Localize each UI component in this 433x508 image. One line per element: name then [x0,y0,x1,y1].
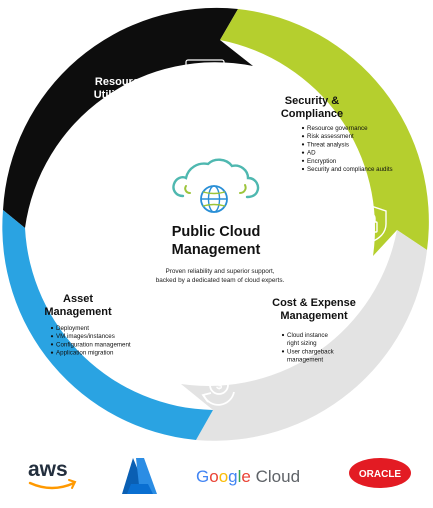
list-item: right sizing [287,340,317,347]
asset-management-title-line1: Asset [63,293,93,305]
bullet-dot [301,159,305,162]
cloud-wordmark: Cloud [256,467,300,486]
security-compliance-block: Security & Compliance Resource governanc… [281,95,393,243]
google-cloud-logo-text: Google Cloud [196,467,300,486]
bullet-dot [301,167,305,171]
list-item: Resource governance [307,125,368,132]
cost-expense-title-line2: Management [280,310,348,322]
segment-security-compliance [220,9,429,256]
list-item: VM images/instances [56,333,115,340]
center-title-line1: Public Cloud [172,224,261,240]
bullet-dot [281,350,285,353]
security-compliance-title-line1: Security & [285,95,339,107]
ring [2,7,429,441]
list-item: Networks [97,113,123,120]
bullet-dot [91,139,95,142]
list-item: Encryption [307,158,337,165]
bullet-dot [301,135,305,138]
gear-cycle-icon [43,223,77,257]
partner-logos: aws Google Cloud ORACLE [28,458,411,494]
list-item: Hybrid Cloud [97,138,133,145]
bullet-dot [91,131,95,134]
bullet-dot [91,115,95,118]
segment-resource-utilization [3,7,253,228]
svg-text:$: $ [216,380,222,392]
bullet-dot [91,106,95,110]
list-item: User chargeback [287,348,335,355]
center-title-line2: Management [172,242,261,258]
resource-utilization-block: Resource Utilization StorageNetworksComp… [91,59,225,145]
google-cloud-logo: Google Cloud [196,467,300,486]
list-item: Applications [97,130,130,137]
resource-utilization-title-line1: Resource [95,76,145,88]
bullet-dot [301,151,305,154]
google-letter: g [228,467,237,486]
currency-refresh-icon: $ [201,364,237,406]
list-item: Configuration management [56,341,131,348]
resource-utilization-title-line2: Utilization [94,89,147,101]
list-item: Deployment [56,325,89,332]
bullet-dot [50,335,54,338]
bullet-dot [301,126,305,130]
center-subtitle-line2: backed by a dedicated team of cloud expe… [156,277,285,284]
cloud-globe-icon [172,158,260,213]
list-item: Threat analysis [307,141,349,148]
google-wordmark: Google [196,467,256,486]
aws-logo: aws [28,458,77,490]
aws-logo-text: aws [28,458,68,481]
list-item: Risk assessment [307,133,354,140]
list-item: Security and compliance audits [307,166,393,173]
center-subtitle-line1: Proven reliability and superior support, [165,268,274,275]
center-circle [109,121,319,331]
google-letter: e [241,467,250,486]
bullet-dot [50,351,54,354]
bullet-dot [281,333,285,337]
bullet-dot [91,123,95,126]
bullet-dot [50,326,54,330]
asset-management-title-line2: Management [44,306,112,318]
monitor-chart-icon [185,59,225,96]
google-letter: l [238,467,242,486]
list-item: Cloud instance [287,332,328,339]
segment-asset-management [2,210,213,440]
bullet-dot [301,143,305,146]
resource-utilization-list: StorageNetworksComputeApplicationsHybrid… [91,105,133,145]
segment-cost-expense-management [181,230,427,441]
list-item: Storage [97,105,119,112]
google-letter: G [196,467,209,486]
oracle-logo-text: ORACLE [359,469,402,480]
list-item: Application migration [56,350,114,357]
security-compliance-title-line2: Compliance [281,108,343,120]
oracle-logo: ORACLE [349,458,411,488]
google-letter: o [219,467,228,486]
list-item: Compute [97,121,123,128]
list-item: management [287,357,323,364]
google-letter: o [209,467,218,486]
shield-lock-icon [355,205,387,243]
cost-expense-title-line1: Cost & Expense [272,297,356,309]
cost-expense-block: Cost & Expense Management Cloud instance… [201,297,356,406]
bullet-dot [50,343,54,346]
azure-logo-icon [122,458,157,494]
list-item: AD [307,150,316,157]
